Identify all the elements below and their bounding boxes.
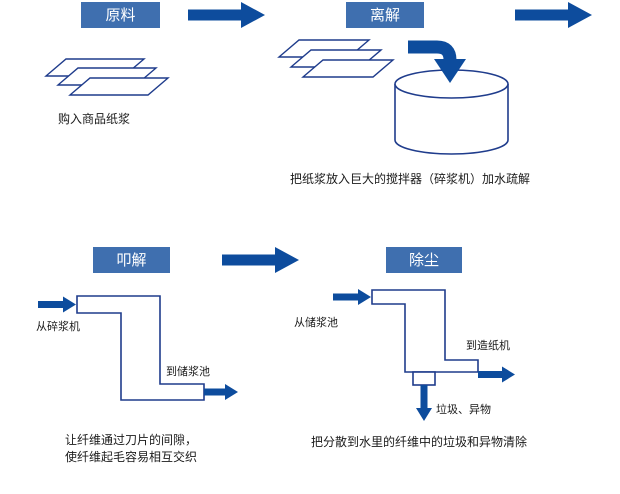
cleaner-reject-outlet — [412, 371, 436, 386]
dust-removal-reject-arrow — [416, 385, 432, 421]
disintegration-label-box — [346, 2, 424, 28]
dust-removal-inlet-arrow — [333, 289, 371, 305]
raw-material-label-box — [81, 2, 160, 28]
pulp-sheet-icon — [68, 77, 170, 96]
beating-inlet-arrow — [38, 296, 76, 313]
dust-removal-label: 除尘 — [409, 251, 439, 269]
beating-outlet-arrow — [204, 384, 238, 400]
dust-removal-outlet-arrow — [478, 366, 515, 383]
step-disintegration: 离解 把纸浆放入巨大的搅拌器（碎浆机）加水疏解 — [277, 2, 530, 186]
step-dust-removal: 除尘 从储浆池 到造纸机 垃圾、异物 把分散到水里的纤维中的垃圾和异物清除 — [294, 247, 527, 449]
dust-removal-reject-label: 垃圾、异物 — [436, 402, 491, 416]
dust-removal-label-box — [386, 247, 462, 273]
disintegration-caption: 把纸浆放入巨大的搅拌器（碎浆机）加水疏解 — [290, 171, 530, 186]
beating-label: 叩解 — [116, 251, 146, 269]
flow-arrow-disintegration-to-next — [515, 2, 592, 28]
beating-outlet-label: 到储浆池 — [166, 364, 210, 378]
pulp-sheets-stack-icon — [44, 58, 170, 96]
dust-removal-outlet-label: 到造纸机 — [466, 338, 510, 352]
cleaner-machine-icon — [371, 289, 479, 373]
beating-label-box — [93, 247, 170, 273]
pulper-tank-icon — [394, 69, 509, 155]
feed-arrow-shaft — [408, 40, 457, 61]
flow-arrow-raw-to-disintegration — [188, 2, 265, 28]
feed-into-pulper-arrow-icon — [408, 40, 466, 83]
raw-material-caption: 购入商品纸浆 — [58, 111, 130, 126]
beating-caption-line-1: 让纤维通过刀片的间隙， — [65, 432, 197, 447]
beater-machine-icon — [76, 295, 205, 401]
dust-removal-caption: 把分散到水里的纤维中的垃圾和异物清除 — [311, 434, 527, 449]
dust-removal-inlet-label: 从储浆池 — [294, 315, 338, 329]
feed-arrow-head — [434, 59, 466, 83]
beating-inlet-label: 从碎浆机 — [36, 319, 80, 333]
beating-caption-line-2: 使纤维起毛容易相互交织 — [65, 449, 197, 464]
step-beating: 叩解 从碎浆机 到储浆池 让纤维通过刀片的间隙， 使纤维起毛容易相互交织 — [36, 247, 238, 464]
raw-material-label: 原料 — [105, 6, 135, 24]
flow-arrow-beating-to-dust-removal — [222, 247, 299, 273]
step-raw-material: 原料 购入商品纸浆 — [44, 2, 170, 126]
pulper-tank-body — [394, 84, 509, 155]
disintegration-label: 离解 — [370, 6, 400, 24]
pulp-sheet-icon — [301, 59, 395, 78]
pulp-sheets-stack-icon — [277, 39, 395, 78]
